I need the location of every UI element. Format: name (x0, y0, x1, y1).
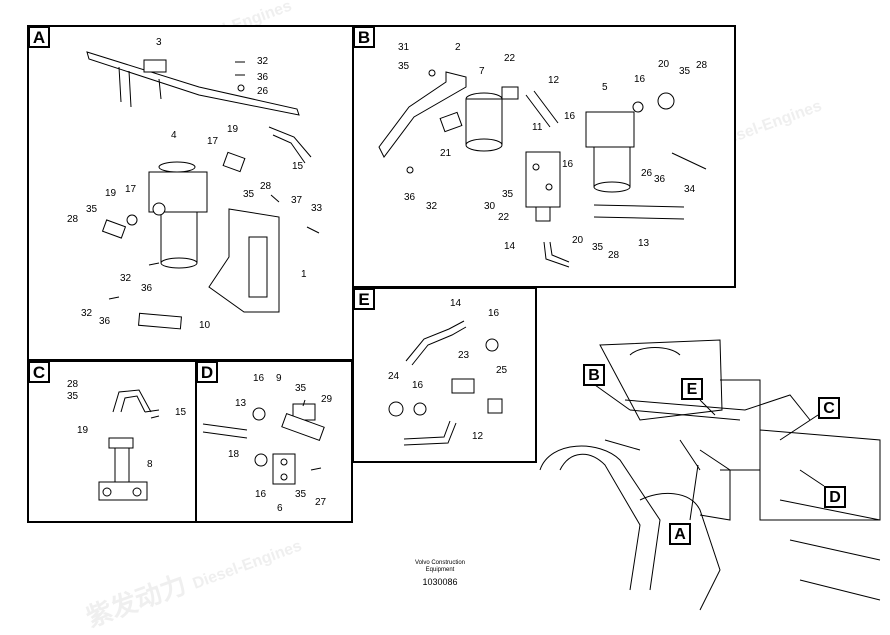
callout-35: 35 (679, 66, 691, 77)
overview-pointer-e: E (681, 378, 703, 400)
panel-d-drawing (202, 399, 325, 485)
callout-16: 16 (564, 111, 576, 122)
callout-36: 36 (99, 316, 111, 327)
panel-b-label: B (353, 26, 375, 48)
callout-35: 35 (295, 489, 307, 500)
callout-16: 16 (562, 159, 574, 170)
callout-32: 32 (426, 201, 438, 212)
callout-33: 33 (311, 203, 323, 214)
callout-15: 15 (175, 407, 187, 418)
callout-30: 30 (484, 201, 496, 212)
footer-brand-sub: Equipment (425, 567, 455, 573)
callout-17: 17 (207, 136, 219, 147)
callout-25: 25 (496, 365, 508, 376)
callout-28: 28 (67, 379, 79, 390)
callout-21: 21 (440, 148, 452, 159)
callout-14: 14 (504, 241, 516, 252)
callout-20: 20 (658, 59, 670, 70)
callout-10: 10 (199, 320, 211, 331)
callout-16: 16 (255, 489, 267, 500)
callout-36: 36 (404, 192, 416, 203)
drawing-code: 1030086 (422, 577, 458, 587)
callout-35: 35 (243, 189, 255, 200)
callout-7: 7 (479, 66, 485, 77)
callout-35: 35 (502, 189, 514, 200)
callout-16: 16 (253, 373, 265, 384)
callout-5: 5 (602, 82, 608, 93)
panel-e-drawing (388, 320, 503, 446)
callout-36: 36 (141, 283, 153, 294)
callout-20: 20 (572, 235, 584, 246)
callout-28: 28 (608, 250, 620, 261)
callout-11: 11 (532, 122, 543, 133)
callout-19: 19 (227, 124, 239, 135)
footer-brand: Volvo Construction (414, 560, 466, 566)
panel-d-label: D (196, 361, 218, 383)
callout-12: 12 (472, 431, 484, 442)
callout-28: 28 (696, 60, 708, 71)
callout-31: 31 (398, 42, 410, 53)
callout-28: 28 (67, 214, 79, 225)
panel-a: A 3 32 36 26 4 17 19 15 35 28 19 17 35 2… (27, 25, 354, 361)
callout-1: 1 (301, 269, 307, 280)
callout-24: 24 (388, 371, 400, 382)
callout-35: 35 (295, 383, 307, 394)
callout-3: 3 (156, 37, 162, 48)
callout-12: 12 (548, 75, 560, 86)
callout-16: 16 (412, 380, 424, 391)
callout-35: 35 (398, 61, 410, 72)
callout-35: 35 (86, 204, 98, 215)
callout-34: 34 (684, 184, 696, 195)
panel-b-drawing (378, 69, 707, 268)
panel-b: B 31 2 35 7 22 12 5 16 (352, 25, 736, 288)
callout-27: 27 (315, 497, 327, 508)
callout-22: 22 (498, 212, 510, 223)
callout-36: 36 (257, 72, 269, 83)
callout-13: 13 (235, 398, 247, 409)
callout-28: 28 (260, 181, 272, 192)
callout-26: 26 (641, 168, 653, 179)
callout-23: 23 (458, 350, 470, 361)
overview-pointer-a: A (669, 523, 691, 545)
callout-4: 4 (171, 130, 177, 141)
panel-a-drawing (86, 51, 320, 330)
callout-35: 35 (592, 242, 604, 253)
callout-2: 2 (455, 42, 461, 53)
panel-d: D 16 9 35 13 29 18 16 6 35 27 (195, 360, 353, 523)
callout-22: 22 (504, 53, 516, 64)
callout-35: 35 (67, 391, 79, 402)
panel-c-drawing (98, 389, 160, 501)
callout-15: 15 (292, 161, 304, 172)
callout-16: 16 (634, 74, 646, 85)
panel-c: C 28 35 15 19 8 (27, 360, 197, 523)
callout-9: 9 (276, 373, 282, 384)
callout-32: 32 (81, 308, 93, 319)
overview-pointer-d: D (824, 486, 846, 508)
panel-a-label: A (28, 26, 50, 48)
callout-36: 36 (654, 174, 666, 185)
callout-8: 8 (147, 459, 153, 470)
panel-e-label: E (353, 288, 375, 310)
callout-32: 32 (257, 56, 269, 67)
callout-13: 13 (638, 238, 650, 249)
panel-c-label: C (28, 361, 50, 383)
callout-26: 26 (257, 86, 269, 97)
overview-pointer-c: C (818, 397, 840, 419)
callout-6: 6 (277, 503, 283, 514)
overview-pointer-b: B (583, 364, 605, 386)
callout-29: 29 (321, 394, 333, 405)
callout-17: 17 (125, 184, 137, 195)
callout-37: 37 (291, 195, 303, 206)
footer: Volvo Construction Equipment 1030086 (380, 560, 500, 588)
callout-18: 18 (228, 449, 240, 460)
callout-19: 19 (77, 425, 89, 436)
panel-e: E 14 16 23 24 16 25 12 (352, 287, 537, 463)
callout-14: 14 (450, 298, 462, 309)
callout-32: 32 (120, 273, 132, 284)
callout-19: 19 (105, 188, 117, 199)
callout-16: 16 (488, 308, 500, 319)
